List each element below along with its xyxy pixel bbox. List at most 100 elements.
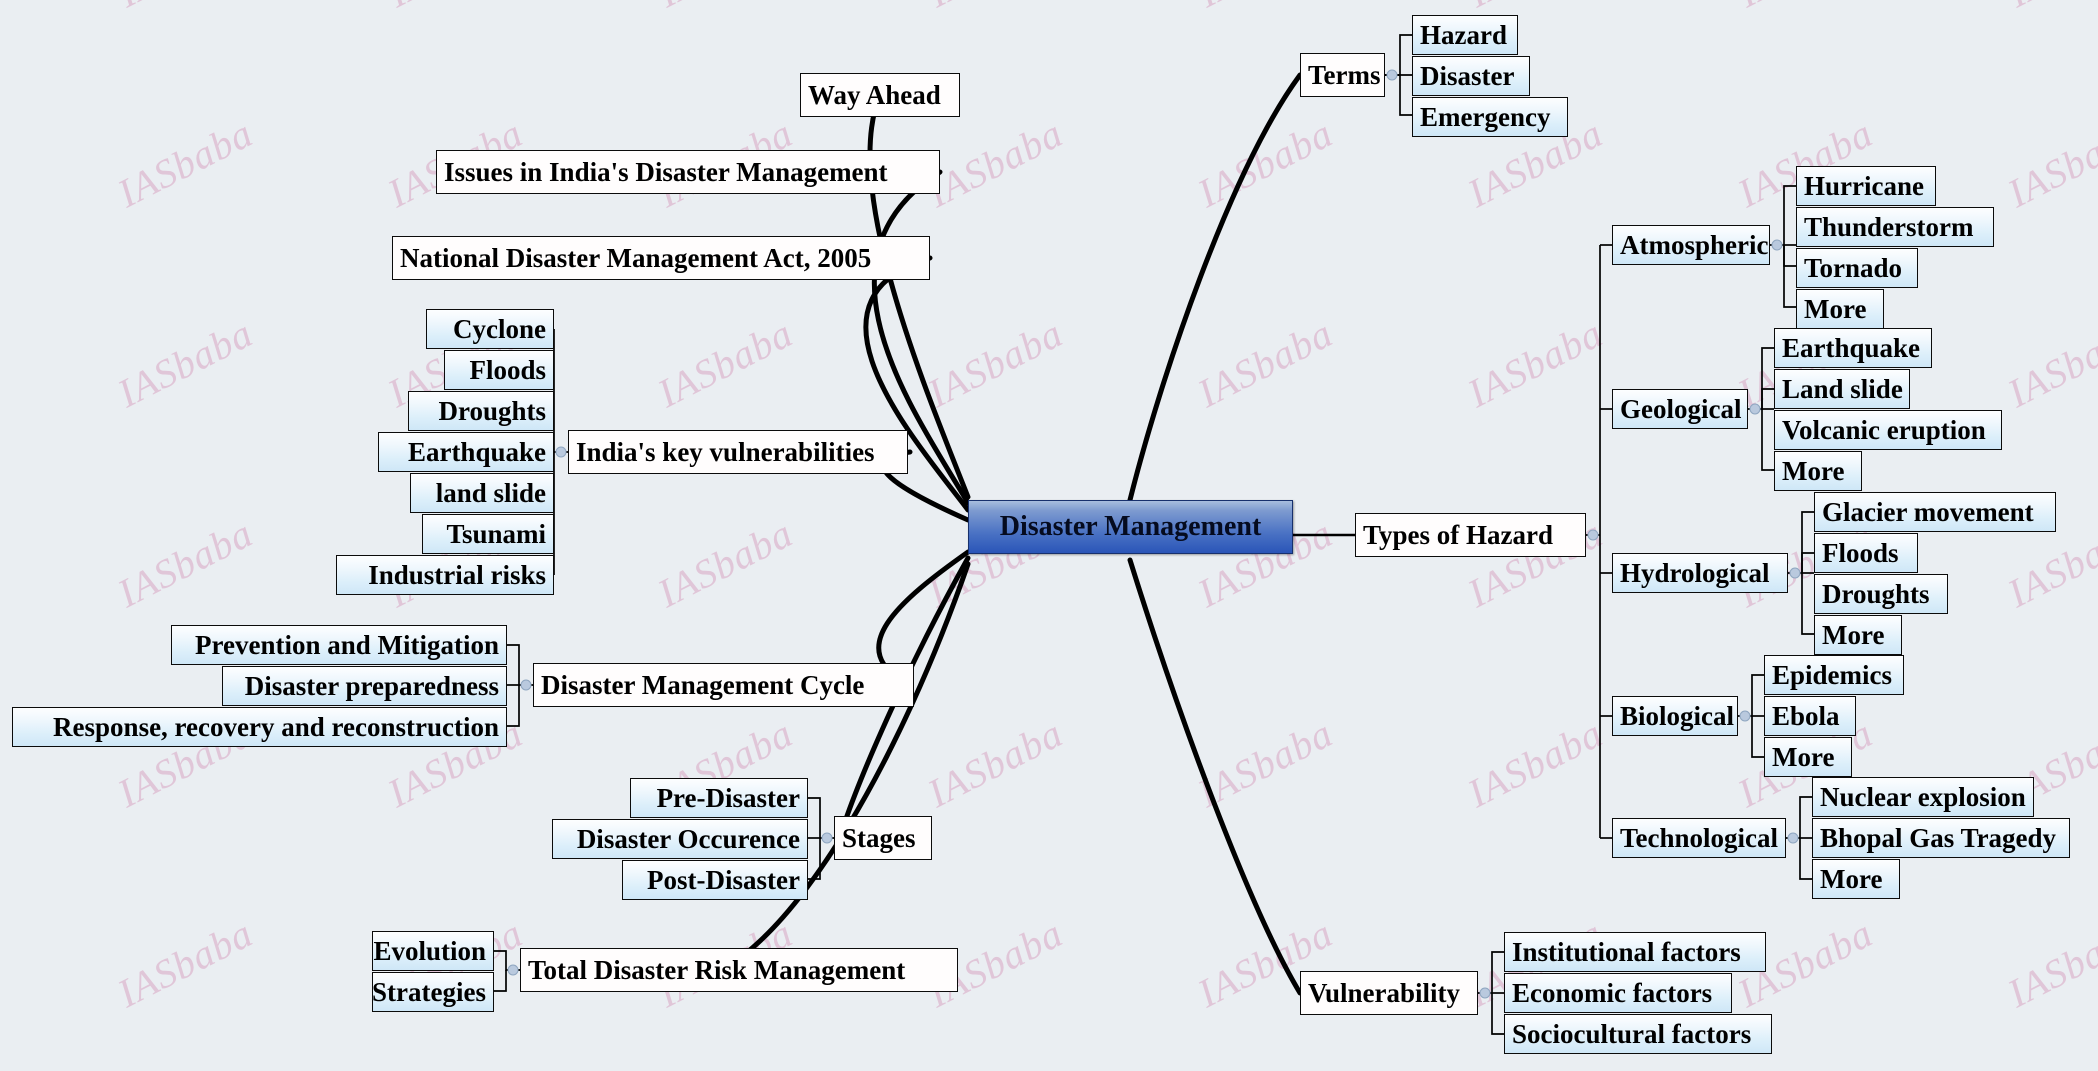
leaf-biological-more-label: More <box>1772 741 1835 772</box>
branch-tdrm[interactable]: Total Disaster Risk Management <box>520 948 958 992</box>
leaf-ebola[interactable]: Ebola <box>1764 696 1856 736</box>
leaf-disaster-occurence-label: Disaster Occurence <box>576 823 800 854</box>
node-biological[interactable]: Biological <box>1612 696 1738 736</box>
branch-dm-cycle-label: Disaster Management Cycle <box>541 669 865 700</box>
leaf-disaster-label: Disaster <box>1420 60 1515 91</box>
watermark-text: IASbaba <box>920 710 1070 816</box>
watermark-text: IASbaba <box>1460 310 1610 416</box>
branch-terms[interactable]: Terms <box>1300 53 1385 97</box>
leaf-atmospheric-more[interactable]: More <box>1796 289 1884 329</box>
leaf-epidemics[interactable]: Epidemics <box>1764 655 1904 695</box>
branch-types-of-hazard[interactable]: Types of Hazard <box>1355 513 1586 557</box>
branch-issues[interactable]: Issues in India's Disaster Management <box>436 150 940 194</box>
leaf-industrial-risks-label: Industrial risks <box>368 559 546 590</box>
branch-key-vulnerabilities[interactable]: India's key vulnerabilities <box>568 430 908 474</box>
leaf-disaster[interactable]: Disaster <box>1412 56 1530 96</box>
leaf-ebola-label: Ebola <box>1772 700 1840 731</box>
leaf-floods-hydro-label: Floods <box>1822 537 1899 568</box>
branch-ndma-act-label: National Disaster Management Act, 2005 <box>400 242 872 273</box>
node-atmospheric[interactable]: Atmospheric <box>1612 225 1770 265</box>
leaf-post-disaster-label: Post-Disaster <box>647 864 800 895</box>
leaf-prevention-mitigation[interactable]: Prevention and Mitigation <box>171 625 507 665</box>
leaf-bhopal-gas-tragedy[interactable]: Bhopal Gas Tragedy <box>1812 818 2070 858</box>
branch-ndma-act[interactable]: National Disaster Management Act, 2005 <box>392 236 930 280</box>
leaf-sociocultural-factors-label: Sociocultural factors <box>1512 1018 1752 1049</box>
leaf-land-slide-geo[interactable]: Land slide <box>1774 369 1910 409</box>
leaf-droughts-hydro[interactable]: Droughts <box>1814 574 1948 614</box>
leaf-hazard-label: Hazard <box>1420 19 1507 50</box>
node-hydrological[interactable]: Hydrological <box>1612 553 1788 593</box>
leaf-disaster-preparedness[interactable]: Disaster preparedness <box>222 666 507 706</box>
leaf-glacier-movement[interactable]: Glacier movement <box>1814 492 2056 532</box>
leaf-evolution[interactable]: Evolution <box>372 931 494 971</box>
leaf-pre-disaster[interactable]: Pre-Disaster <box>630 778 808 818</box>
branch-way-ahead-label: Way Ahead <box>808 79 941 110</box>
watermark-text: IASbaba <box>1190 110 1340 216</box>
watermark-text: IASbaba <box>1460 710 1610 816</box>
leaf-response-recovery[interactable]: Response, recovery and reconstruction <box>12 707 507 747</box>
leaf-land-slide-geo-label: Land slide <box>1782 373 1903 404</box>
leaf-institutional-factors[interactable]: Institutional factors <box>1504 932 1766 972</box>
root-node[interactable]: Disaster Management <box>968 500 1293 554</box>
leaf-hydrological-more-label: More <box>1822 619 1885 650</box>
leaf-earthquake-geo[interactable]: Earthquake <box>1774 328 1932 368</box>
leaf-economic-factors[interactable]: Economic factors <box>1504 973 1732 1013</box>
node-biological-label: Biological <box>1620 700 1734 731</box>
watermark-text: IASbaba <box>650 0 800 17</box>
leaf-thunderstorm-label: Thunderstorm <box>1804 211 1974 242</box>
branch-vulnerability[interactable]: Vulnerability <box>1300 971 1478 1015</box>
leaf-hydrological-more[interactable]: More <box>1814 615 1902 655</box>
leaf-industrial-risks[interactable]: Industrial risks <box>336 555 554 595</box>
leaf-volcanic-eruption[interactable]: Volcanic eruption <box>1774 410 2002 450</box>
leaf-hurricane-label: Hurricane <box>1804 170 1924 201</box>
branch-stages-label: Stages <box>842 822 916 853</box>
leaf-strategies[interactable]: Strategies <box>372 972 494 1012</box>
leaf-earthquake-india[interactable]: Earthquake <box>378 432 554 472</box>
leaf-land-slide-india[interactable]: land slide <box>410 473 554 513</box>
watermark-text: IASbaba <box>2000 110 2098 216</box>
leaf-earthquake-india-label: Earthquake <box>407 436 546 467</box>
branch-tdrm-label: Total Disaster Risk Management <box>528 954 906 985</box>
branch-dm-cycle[interactable]: Disaster Management Cycle <box>533 663 914 707</box>
leaf-volcanic-eruption-label: Volcanic eruption <box>1782 414 1986 445</box>
node-geological[interactable]: Geological <box>1612 389 1748 429</box>
watermark-text: IASbaba <box>2000 0 2098 17</box>
watermark-text: IASbaba <box>920 0 1070 17</box>
watermark-text: IASbaba <box>1730 0 1880 17</box>
leaf-glacier-movement-label: Glacier movement <box>1822 496 2034 527</box>
leaf-technological-more[interactable]: More <box>1812 859 1900 899</box>
leaf-geological-more[interactable]: More <box>1774 451 1862 491</box>
leaf-post-disaster[interactable]: Post-Disaster <box>622 860 808 900</box>
branch-way-ahead[interactable]: Way Ahead <box>800 73 960 117</box>
leaf-epidemics-label: Epidemics <box>1772 659 1893 690</box>
leaf-geological-more-label: More <box>1782 455 1845 486</box>
leaf-tsunami[interactable]: Tsunami <box>422 514 554 554</box>
node-technological[interactable]: Technological <box>1612 818 1786 858</box>
branch-vulnerability-label: Vulnerability <box>1308 977 1461 1008</box>
leaf-floods-hydro[interactable]: Floods <box>1814 533 1918 573</box>
watermark-text: IASbaba <box>650 510 800 616</box>
leaf-hurricane[interactable]: Hurricane <box>1796 166 1936 206</box>
leaf-emergency[interactable]: Emergency <box>1412 97 1568 137</box>
leaf-tornado-label: Tornado <box>1804 252 1903 283</box>
leaf-hazard[interactable]: Hazard <box>1412 15 1518 55</box>
leaf-cyclone[interactable]: Cyclone <box>426 309 554 349</box>
leaf-economic-factors-label: Economic factors <box>1512 977 1713 1008</box>
watermark-text: IASbaba <box>110 310 260 416</box>
node-hydrological-label: Hydrological <box>1620 557 1770 588</box>
watermark-text: IASbaba <box>110 110 260 216</box>
leaf-sociocultural-factors[interactable]: Sociocultural factors <box>1504 1014 1772 1054</box>
leaf-droughts-hydro-label: Droughts <box>1822 578 1930 609</box>
leaf-floods-india[interactable]: Floods <box>444 350 554 390</box>
branch-stages[interactable]: Stages <box>834 816 932 860</box>
leaf-thunderstorm[interactable]: Thunderstorm <box>1796 207 1994 247</box>
leaf-disaster-occurence[interactable]: Disaster Occurence <box>552 819 808 859</box>
branch-key-vulnerabilities-label: India's key vulnerabilities <box>576 436 875 467</box>
leaf-biological-more[interactable]: More <box>1764 737 1852 777</box>
watermark-text: IASbaba <box>110 910 260 1016</box>
leaf-droughts-india[interactable]: Droughts <box>408 391 554 431</box>
leaf-tornado[interactable]: Tornado <box>1796 248 1918 288</box>
leaf-nuclear-explosion[interactable]: Nuclear explosion <box>1812 777 2034 817</box>
branch-types-of-hazard-label: Types of Hazard <box>1363 519 1553 550</box>
leaf-cyclone-label: Cyclone <box>453 313 546 344</box>
